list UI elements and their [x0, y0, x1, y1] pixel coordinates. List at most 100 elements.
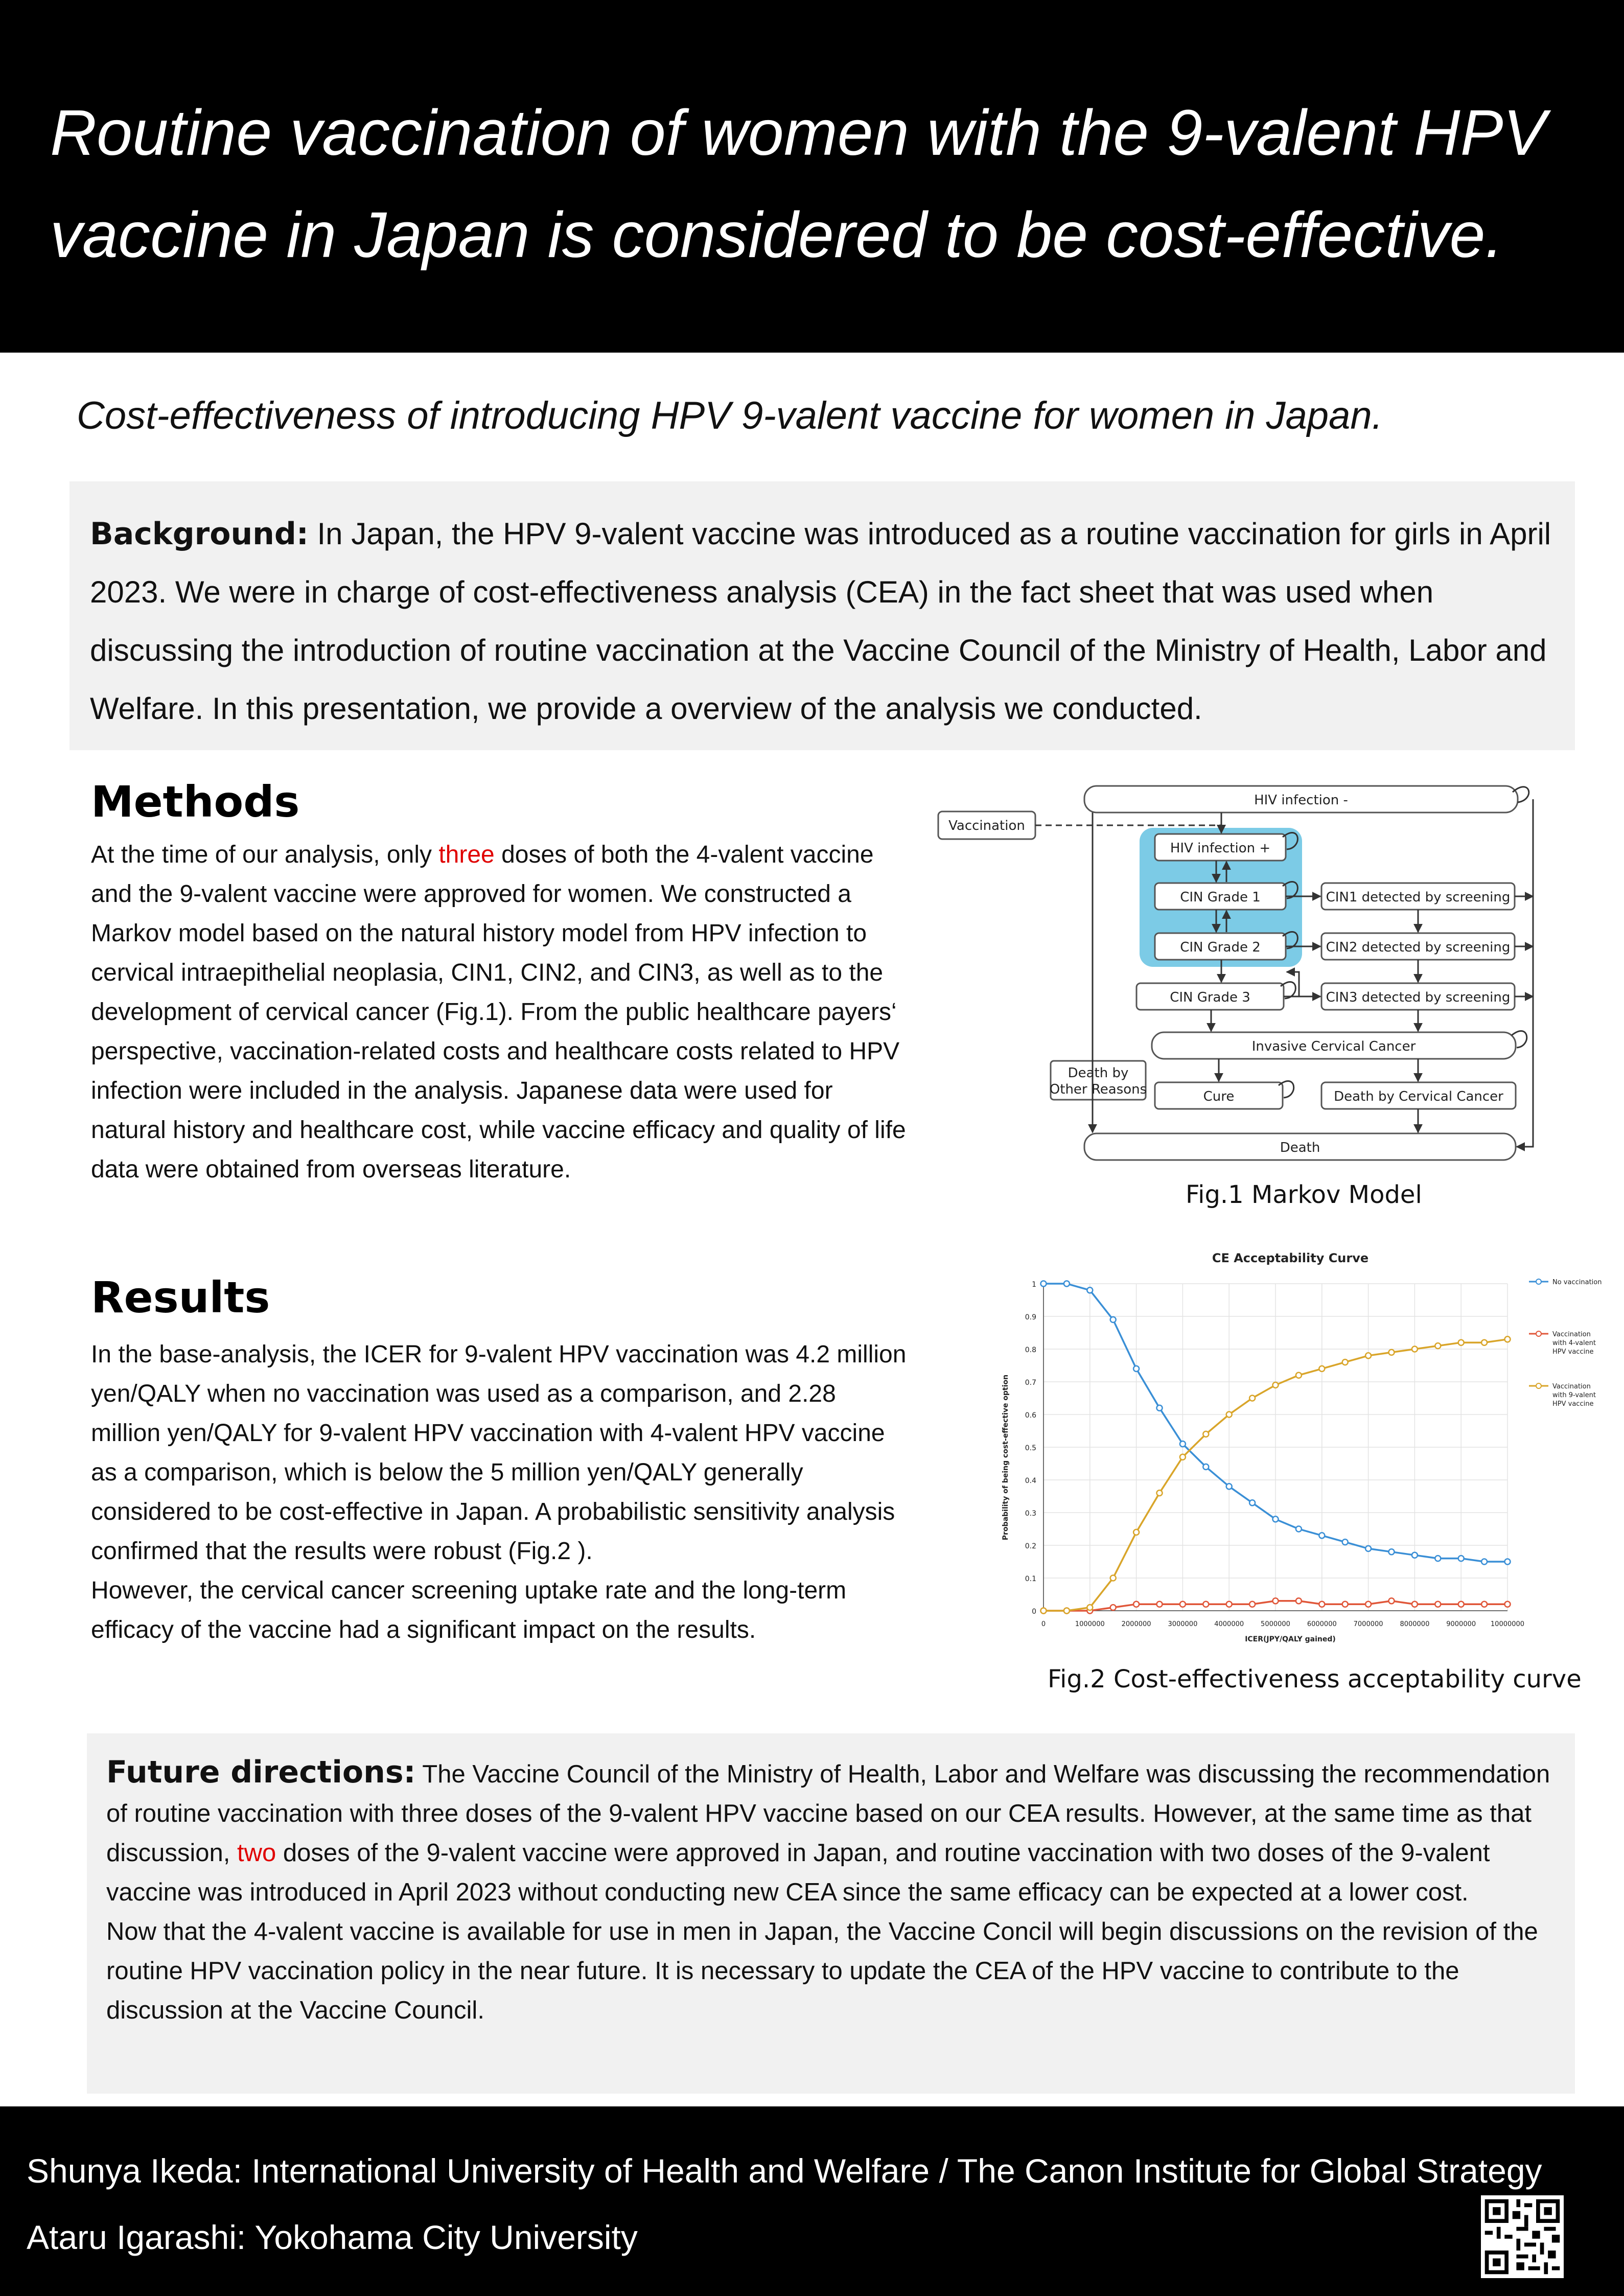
legend-marker — [1536, 1279, 1542, 1285]
x-axis-label: ICER(JPY/QALY gained) — [1245, 1635, 1336, 1643]
methods-text-end: doses of both the 4-valent vaccine and t… — [91, 841, 906, 1183]
label-vaccination: Vaccination — [948, 818, 1025, 833]
figure-2-caption: Fig.2 Cost-effectiveness acceptability c… — [1048, 1665, 1582, 1694]
data-point — [1318, 1365, 1326, 1373]
data-point — [1411, 1551, 1419, 1559]
data-point — [1272, 1381, 1279, 1389]
data-point — [1388, 1349, 1395, 1356]
y-tick-label: 0 — [1032, 1608, 1036, 1616]
data-point — [1480, 1601, 1488, 1608]
y-tick-label: 0.3 — [1025, 1510, 1036, 1518]
results-text: In the base-analysis, the ICER for 9-val… — [91, 1335, 909, 1650]
label-death-other-1: Death by — [1068, 1065, 1129, 1081]
x-tick-label: 9000000 — [1446, 1620, 1476, 1628]
legend-label: HPV vaccine — [1552, 1400, 1593, 1408]
background-body: In Japan, the HPV 9-valent vaccine was i… — [90, 517, 1551, 726]
results-text-main: In the base-analysis, the ICER for 9-val… — [91, 1341, 907, 1565]
footer: Shunya Ikeda: International University o… — [0, 2106, 1624, 2296]
data-point — [1480, 1339, 1488, 1346]
data-point — [1063, 1280, 1071, 1287]
label-cin1-detected: CIN1 detected by screening — [1326, 890, 1511, 905]
data-point — [1480, 1558, 1488, 1565]
background-text: Background: In Japan, the HPV 9-valent v… — [90, 505, 1562, 738]
data-point — [1179, 1601, 1187, 1608]
figure-1-caption: Fig.1 Markov Model — [1186, 1180, 1422, 1209]
data-point — [1364, 1352, 1372, 1359]
methods-text: At the time of our analysis, only three … — [91, 835, 909, 1189]
future-directions-label: Future directions: — [106, 1754, 416, 1790]
data-point — [1457, 1339, 1465, 1346]
legend-marker — [1536, 1383, 1542, 1389]
node-death-other — [1050, 1060, 1147, 1101]
data-point — [1040, 1280, 1047, 1287]
label-invasive-cancer: Invasive Cervical Cancer — [1252, 1039, 1416, 1054]
methods-heading: Methods — [91, 777, 300, 827]
node-hiv-negative — [1083, 785, 1519, 814]
ce-acceptability-chart: CE Acceptability Curve 00.10.20.30.40.50… — [1002, 1251, 1602, 1643]
data-point — [1457, 1601, 1465, 1608]
data-point — [1132, 1601, 1140, 1608]
future-directions-box: Future directions: The Vaccine Council o… — [87, 1733, 1575, 2094]
label-cin2-detected: CIN2 detected by screening — [1326, 940, 1511, 955]
y-axis-label: Probability of being cost-effective opti… — [1002, 1375, 1010, 1540]
data-point — [1063, 1607, 1071, 1614]
data-point — [1248, 1395, 1256, 1402]
data-point — [1295, 1597, 1303, 1605]
node-cure — [1154, 1081, 1284, 1110]
data-point — [1202, 1601, 1210, 1608]
data-point — [1318, 1532, 1326, 1539]
data-point — [1272, 1516, 1279, 1523]
data-point — [1132, 1528, 1140, 1536]
data-point — [1225, 1483, 1233, 1490]
data-point — [1434, 1555, 1442, 1562]
x-tick-label: 0 — [1041, 1620, 1046, 1628]
data-point — [1457, 1555, 1465, 1562]
legend-marker — [1536, 1331, 1542, 1337]
y-tick-label: 1 — [1032, 1281, 1036, 1289]
data-point — [1109, 1574, 1117, 1582]
x-tick-label: 8000000 — [1400, 1620, 1429, 1628]
legend-label: Vaccination — [1552, 1331, 1591, 1338]
label-cin2: CIN Grade 2 — [1180, 940, 1261, 955]
future-text-3: Now that the 4-valent vaccine is availab… — [106, 1918, 1538, 2024]
label-death-other-2: Other Reasons — [1050, 1082, 1147, 1097]
data-point — [1156, 1601, 1163, 1608]
data-point — [1295, 1372, 1303, 1379]
y-tick-label: 0.6 — [1025, 1411, 1036, 1420]
background-box: Background: In Japan, the HPV 9-valent v… — [69, 481, 1575, 750]
label-cure: Cure — [1203, 1089, 1235, 1104]
data-point — [1504, 1558, 1511, 1565]
poster-title: Routine vaccination of women with the 9-… — [50, 82, 1583, 286]
data-point — [1109, 1604, 1117, 1611]
data-point — [1040, 1607, 1047, 1614]
author-2: Ataru Igarashi: Yokohama City University — [27, 2218, 638, 2256]
data-point — [1364, 1545, 1372, 1552]
data-point — [1109, 1316, 1117, 1324]
data-point — [1248, 1601, 1256, 1608]
x-tick-label: 5000000 — [1261, 1620, 1290, 1628]
y-tick-label: 0.5 — [1025, 1444, 1036, 1452]
data-point — [1156, 1404, 1163, 1411]
legend-label: HPV vaccine — [1552, 1348, 1593, 1356]
x-tick-label: 3000000 — [1168, 1620, 1197, 1628]
data-point — [1086, 1287, 1094, 1294]
y-tick-label: 0.7 — [1025, 1379, 1036, 1387]
data-point — [1388, 1548, 1395, 1556]
title-banner: Routine vaccination of women with the 9-… — [0, 0, 1624, 353]
data-point — [1318, 1601, 1326, 1608]
x-tick-label: 1000000 — [1075, 1620, 1105, 1628]
y-tick-label: 0.1 — [1025, 1575, 1036, 1583]
methods-highlight: three — [438, 841, 495, 868]
data-point — [1434, 1342, 1442, 1350]
results-heading: Results — [91, 1272, 270, 1323]
chart-series — [1040, 1280, 1511, 1614]
qr-code-icon[interactable] — [1481, 2195, 1564, 2278]
data-point — [1388, 1597, 1395, 1605]
node-hiv-positive — [1154, 833, 1287, 862]
label-cin3: CIN Grade 3 — [1170, 990, 1250, 1005]
label-cin1: CIN Grade 1 — [1180, 890, 1261, 905]
author-1: Shunya Ikeda: International University o… — [27, 2152, 1542, 2190]
label-cin3-detected: CIN3 detected by screening — [1326, 990, 1511, 1005]
chart-grid — [1043, 1283, 1508, 1611]
